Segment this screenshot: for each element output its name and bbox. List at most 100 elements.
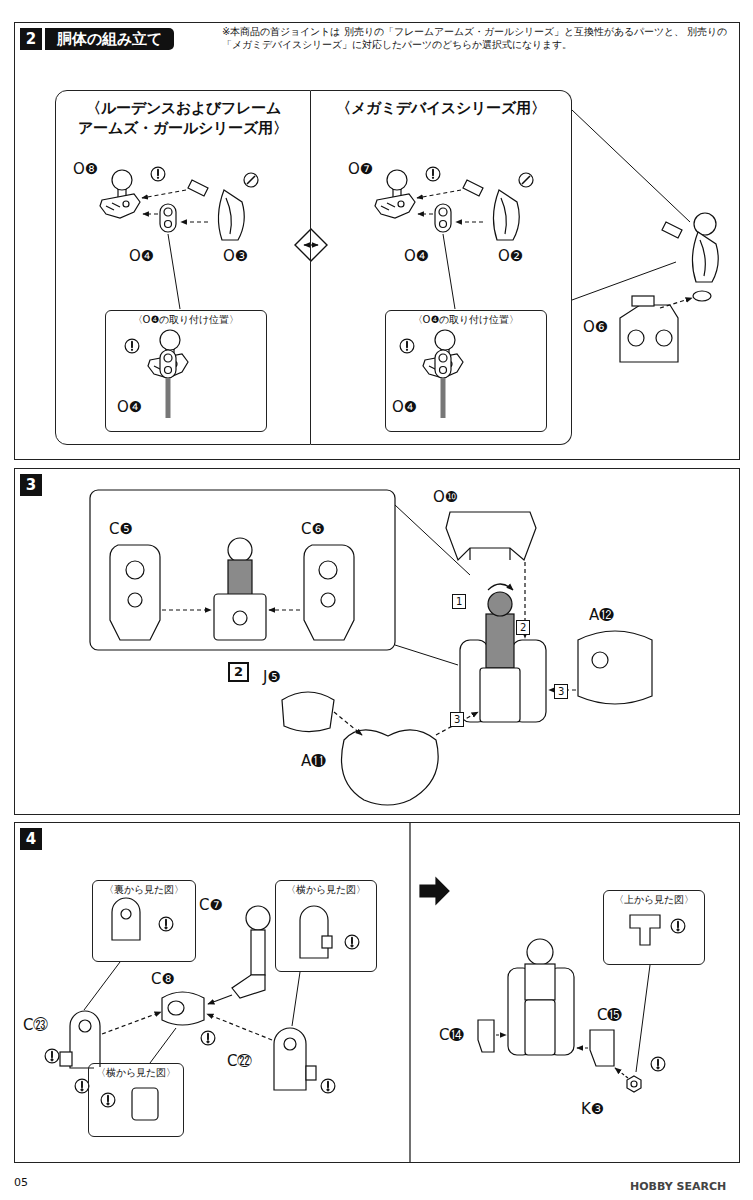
section4-art [345, 935, 359, 949]
section4-art [60, 1052, 72, 1066]
step-number: 2 [20, 28, 42, 50]
section4-art [207, 1014, 272, 1040]
torso-o6-art [694, 213, 716, 235]
section4-art [671, 919, 685, 933]
part-callout: O❼ [347, 160, 374, 178]
torso-assembly-art [334, 562, 576, 735]
section4-art [112, 898, 140, 940]
section4-art [84, 962, 300, 1063]
section3-inset-art [128, 593, 142, 607]
watermark: HOBBY SEARCH [630, 1180, 726, 1193]
step-order: 3 [450, 712, 464, 727]
section3-inset-art [321, 593, 335, 607]
inset-heading: 〈上から見た図〉 [612, 894, 696, 907]
note-text: ※本商品の首ジョイントは 別売りの「フレームアームズ・ガールシリーズ」と互換性が… [222, 25, 734, 51]
section4-art [630, 915, 660, 945]
choice-mark [304, 244, 318, 245]
torso-o6-art [662, 222, 718, 282]
torso-assembly-art [282, 692, 334, 732]
part-callout: A⓫ [300, 752, 327, 770]
section4-art [525, 964, 555, 1000]
section4-art [525, 1000, 555, 1055]
part-callout: O❽ [72, 160, 99, 178]
section4-art [246, 906, 270, 930]
section4-art [79, 1020, 91, 1032]
section4-art [159, 917, 173, 931]
page-number: 05 [14, 1176, 28, 1189]
torso-o6-art [660, 298, 692, 308]
inset-heading: 〈横から見た図〉 [94, 1067, 178, 1080]
inset-heading: 〈裏から見た図〉 [102, 884, 186, 897]
section3-inset-art [90, 490, 470, 665]
section4-art [631, 1081, 637, 1087]
section4-art [636, 965, 650, 1072]
step-number: 3 [20, 474, 42, 496]
section4-art [274, 1028, 306, 1090]
part-callout: O❸ [222, 247, 249, 265]
view-inset: 〈横から見た図〉 [88, 1063, 184, 1137]
torso-o6-art [620, 305, 678, 362]
section4-art [284, 1038, 296, 1050]
part-callout: J❺ [262, 668, 282, 686]
step-panel: 2胴体の組み立て〈ルーデンスおよびフレーム アームズ・ガールシリーズ用〉〈O❹の… [14, 22, 740, 460]
section3-inset-art [90, 490, 395, 650]
section4-art [102, 1012, 161, 1034]
callout-wedge [572, 110, 690, 222]
option-parts-art [100, 167, 533, 418]
section4-art [300, 906, 328, 958]
option-heading: 〈ルーデンスおよびフレーム アームズ・ガールシリーズ用〉 [77, 98, 289, 139]
part-callout: O❷ [497, 247, 524, 265]
section3-inset-art [110, 545, 160, 640]
section4-art [201, 1031, 215, 1045]
part-callout: A⓬ [588, 606, 615, 624]
section4-art [121, 909, 131, 919]
torso-assembly-art [436, 712, 478, 735]
torso-assembly-art [342, 730, 439, 805]
part-callout: C❻ [300, 520, 326, 538]
section4-art [420, 878, 449, 904]
torso-o6-art [656, 330, 672, 346]
part-callout: C⓮ [438, 1026, 465, 1044]
section4-art [45, 823, 685, 1162]
torso-assembly-art [334, 712, 362, 735]
section4-art [527, 939, 553, 965]
section4-art [251, 930, 265, 975]
view-inset: 〈裏から見た図〉 [92, 880, 196, 962]
section3-inset-art [162, 609, 300, 610]
step-order: 3 [554, 684, 568, 699]
section3-inset-art [126, 561, 144, 579]
step-panel: 4〈裏から見た図〉〈横から見た図〉〈横から見た図〉〈上から見た図〉 [14, 822, 740, 1163]
section3-inset-art [214, 594, 266, 640]
torso-assembly-art [480, 668, 520, 722]
callout-wedge [572, 262, 676, 300]
torso-assembly-art [592, 652, 608, 668]
option-box: 〈ルーデンスおよびフレーム アームズ・ガールシリーズ用〉〈O❹の取り付け位置〉 [55, 90, 311, 445]
section4-art [45, 1049, 59, 1063]
choice-mark [295, 229, 327, 261]
part-callout: C㉒ [226, 1052, 253, 1070]
option-parts-art [375, 167, 533, 418]
section4-art [70, 1011, 100, 1068]
torso-assembly-art [470, 548, 510, 560]
section4-art [496, 1034, 506, 1035]
torso-o6-art [620, 213, 718, 362]
part-callout: C❺ [108, 520, 134, 538]
section3-inset-art [233, 611, 247, 625]
section3-inset-art [162, 609, 211, 610]
section4-art [615, 1068, 628, 1078]
option-box: 〈メガミデバイスシリーズ用〉〈O❹の取り付け位置〉 [311, 90, 572, 445]
part-callout: C⓯ [596, 1006, 623, 1024]
section4-art [478, 1020, 494, 1052]
part-callout: K❸ [580, 1100, 605, 1118]
torso-assembly-art [446, 512, 536, 560]
section3-inset-art [228, 560, 252, 596]
section3-inset-art [228, 538, 252, 562]
part-callout: C❼ [198, 896, 224, 914]
section4-art [577, 1047, 588, 1048]
section3-inset-art [269, 609, 300, 610]
part-callout: O❹ [116, 398, 143, 416]
part-callout: C㉓ [22, 1016, 49, 1034]
